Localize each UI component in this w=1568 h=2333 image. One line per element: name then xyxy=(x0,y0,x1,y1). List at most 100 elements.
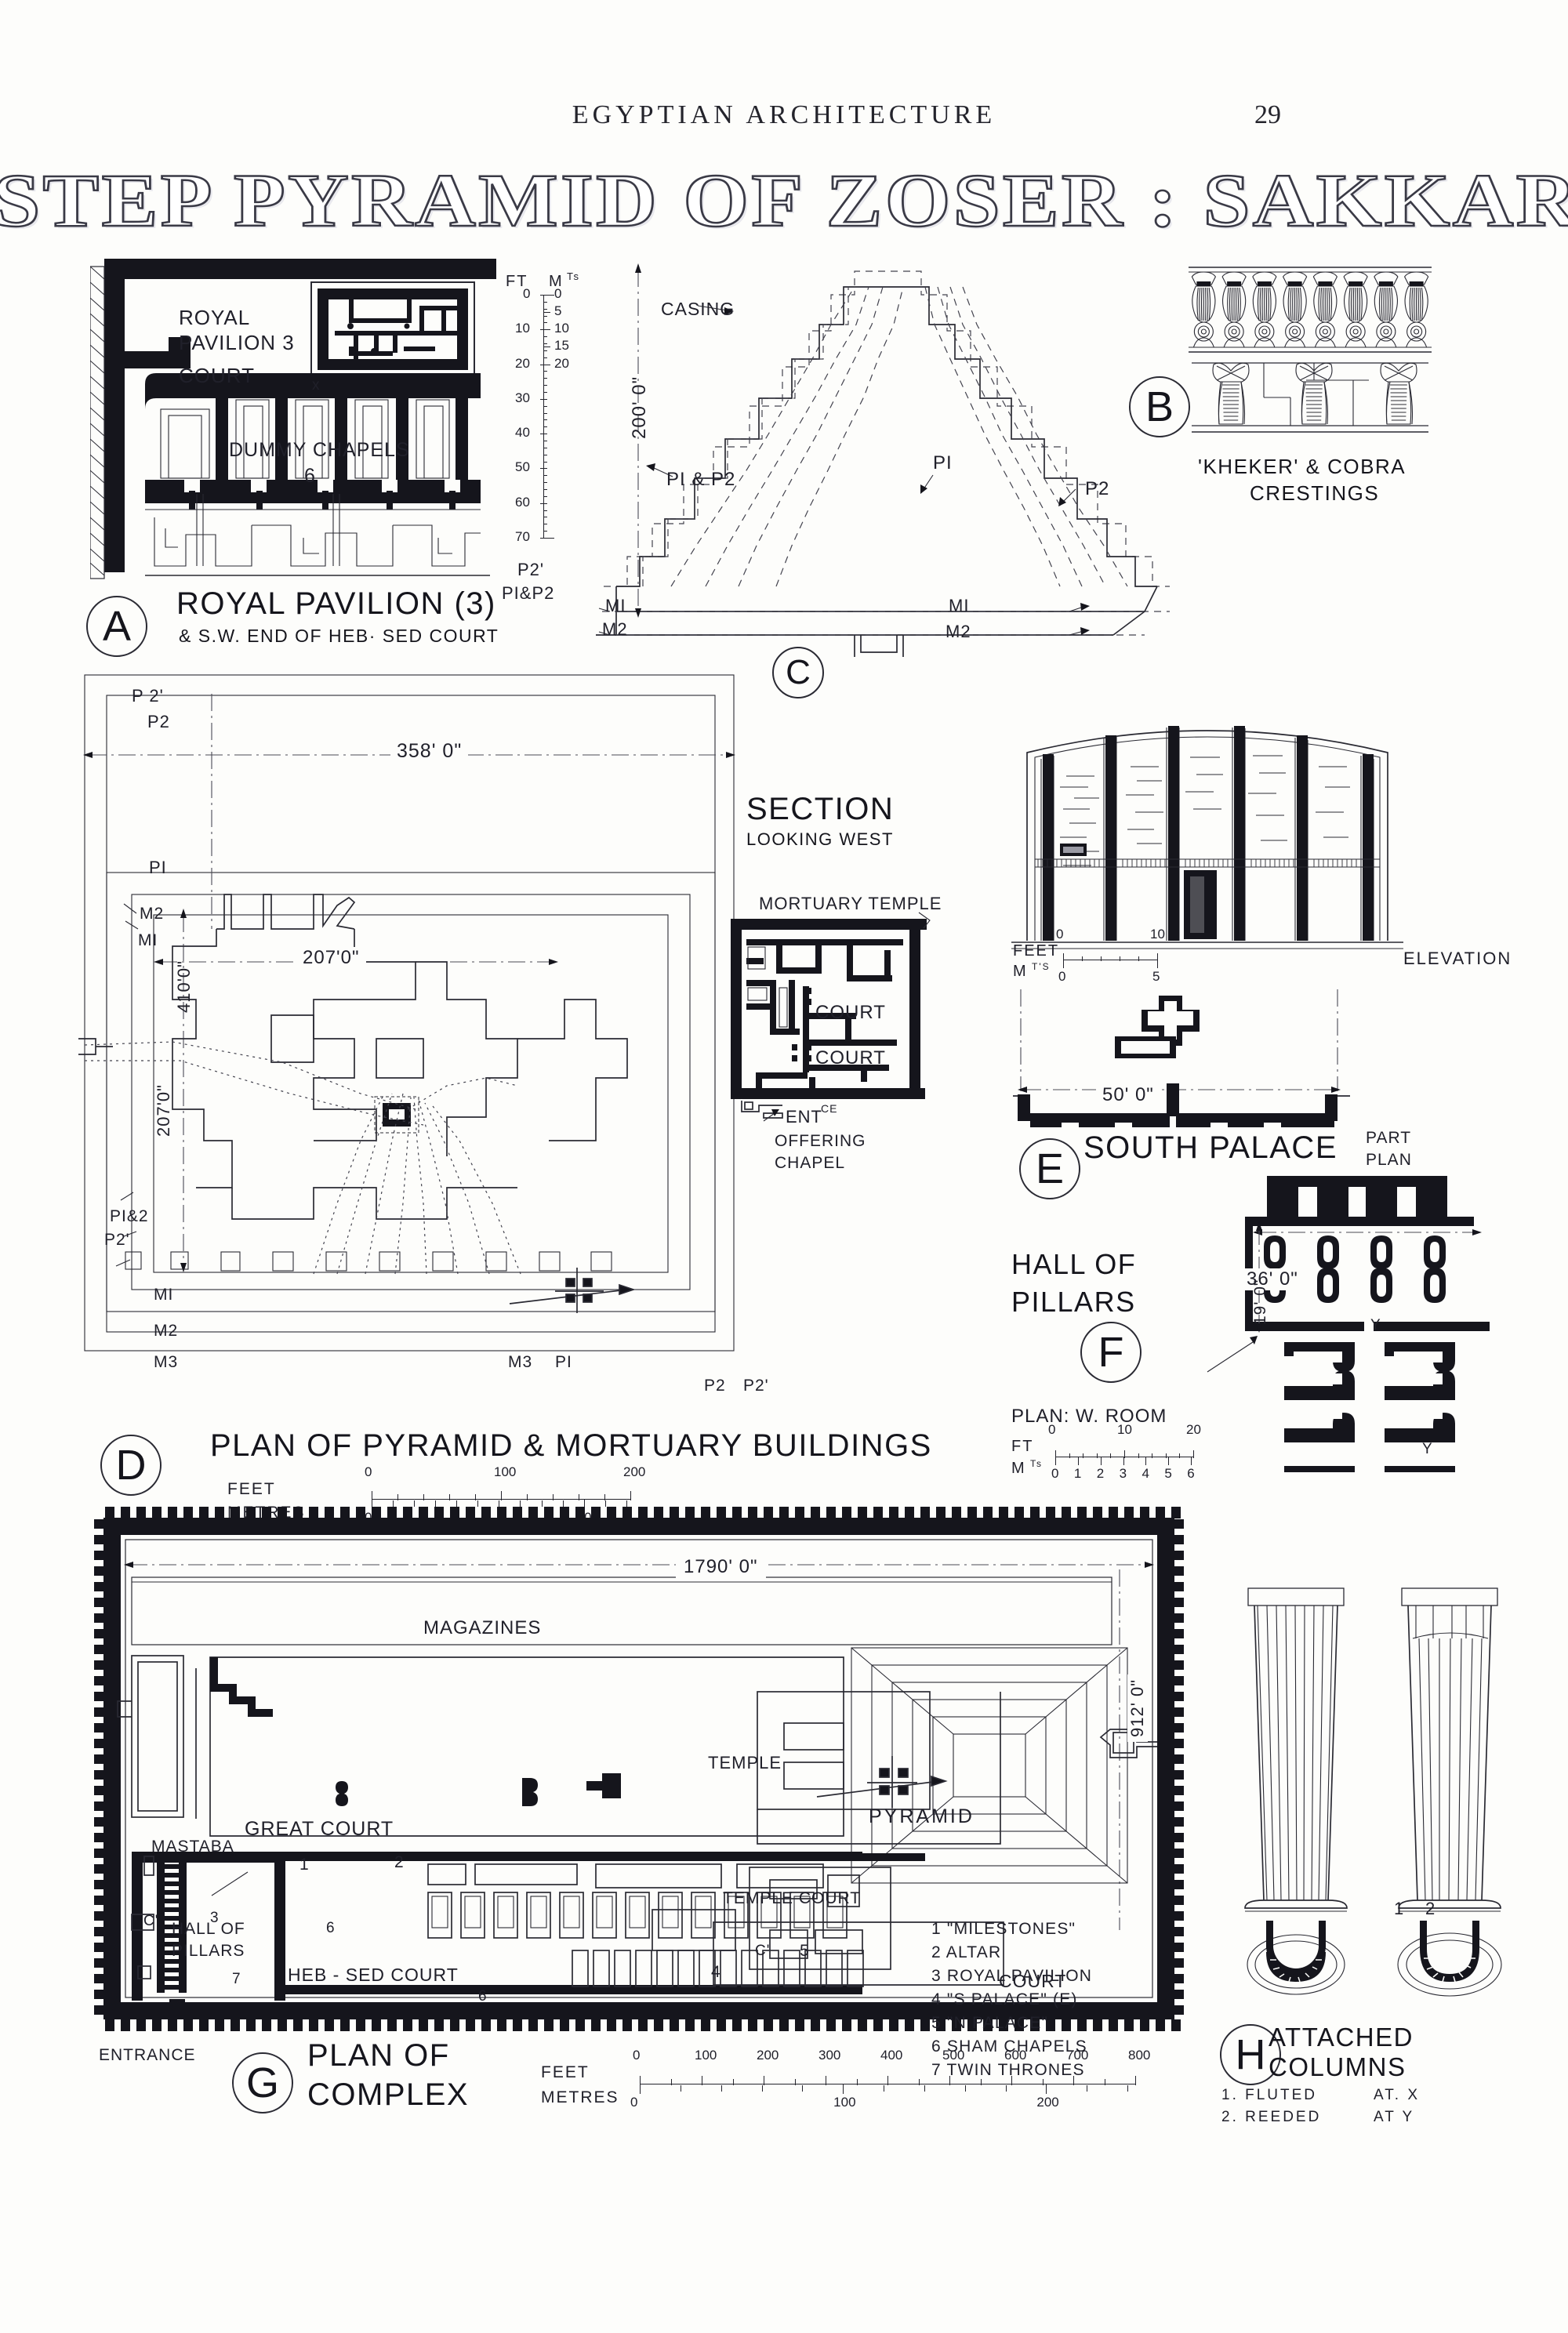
bastion-tooth xyxy=(795,2019,804,2031)
panel-d-caption: PLAN OF PYRAMID & MORTUARY BUILDINGS xyxy=(210,1428,932,1463)
bastion-tooth xyxy=(94,1660,105,1670)
scale-tick-label: 20 xyxy=(554,355,569,371)
scale-minor-tick xyxy=(543,378,547,379)
scale-metres-sup-a: Ts xyxy=(567,270,580,282)
bastion-tooth xyxy=(920,2019,930,2031)
bastion-tooth xyxy=(842,1507,851,1518)
running-title: EGYPTIAN ARCHITECTURE xyxy=(572,100,996,129)
sham-chapel xyxy=(677,1950,695,1987)
panel-key-f: F xyxy=(1080,1322,1142,1383)
sham-chapel xyxy=(526,1892,551,1939)
bastion-tooth xyxy=(779,2019,789,2031)
key-list-item: 4 "S PALACE" (E) xyxy=(931,1990,1078,2008)
bastion-tooth xyxy=(293,2019,303,2031)
bastion-tooth xyxy=(967,1507,977,1518)
label-dim-912: 912' 0" xyxy=(1127,1674,1148,1742)
bastion-tooth xyxy=(528,2019,538,2031)
panel-e-caption: SOUTH PALACE xyxy=(1083,1130,1338,1165)
bastion-tooth xyxy=(340,2019,350,2031)
label-heb-sed-court: HEB - SED COURT xyxy=(288,1965,459,1985)
panel-key-g: G xyxy=(232,2052,293,2113)
bastion-tooth xyxy=(544,1507,554,1518)
bastion-tooth xyxy=(575,1507,585,1518)
bastion-tooth xyxy=(1174,1613,1184,1623)
mortuary-temple-drawing xyxy=(728,911,955,1123)
scale-minor-tick xyxy=(720,2085,722,2092)
scale-tick-label: 4 xyxy=(1142,1466,1149,1481)
bastion-tooth xyxy=(1174,1911,1184,1921)
bastion-tooth xyxy=(826,2019,836,2031)
bastion-tooth xyxy=(372,2019,381,2031)
label-elevation: ELEVATION xyxy=(1403,949,1512,968)
bastion-tooth xyxy=(356,1507,365,1518)
bastion-tooth xyxy=(1093,2019,1102,2031)
scale-minor-tick xyxy=(794,2079,796,2085)
bastion-tooth xyxy=(654,1507,663,1518)
scale-tick xyxy=(1063,960,1064,968)
bastion-tooth xyxy=(670,1507,679,1518)
bastion-tooth xyxy=(94,1551,105,1560)
label-court-g: COURT xyxy=(999,1971,1067,1991)
scale-minor-tick xyxy=(543,322,547,324)
cobra-ornament xyxy=(1380,362,1417,425)
bastion-tooth xyxy=(1174,1551,1184,1560)
bastion-tooth xyxy=(622,1507,632,1518)
label-p2-prime-a: P2' xyxy=(517,560,545,579)
bastion-tooth xyxy=(94,1613,105,1623)
bastion-tooth xyxy=(873,2019,883,2031)
kheker-ornament xyxy=(1282,271,1308,348)
bastion-tooth xyxy=(858,2019,867,2031)
scale-minor-tick xyxy=(1082,956,1083,961)
scale-minor-tick xyxy=(543,357,547,358)
scale-tick-label: 600 xyxy=(1004,2048,1027,2063)
bastion-tooth xyxy=(1046,1507,1055,1518)
bastion-tooth xyxy=(1174,1676,1184,1685)
panel-b-caption-2: CRESTINGS xyxy=(1250,481,1380,505)
page-number: 29 xyxy=(1254,100,1281,129)
bastion-tooth xyxy=(701,1507,710,1518)
scale-minor-tick xyxy=(543,405,547,407)
scale-minor-tick xyxy=(397,1494,398,1500)
scale-tick xyxy=(1077,1457,1079,1465)
scale-minor-tick xyxy=(543,385,547,386)
bastion-tooth xyxy=(591,1507,601,1518)
bastion-tooth xyxy=(1124,2019,1134,2031)
label-p2-top: P2 xyxy=(147,712,170,731)
panel-e-caption-sub2: PLAN xyxy=(1366,1151,1412,1169)
bastion-tooth xyxy=(717,1507,726,1518)
bastion-tooth xyxy=(94,1880,105,1889)
bastion-tooth xyxy=(450,2019,459,2031)
bastion-tooth xyxy=(670,2019,679,2031)
bastion-tooth xyxy=(199,1507,209,1518)
scale-tick xyxy=(1168,1457,1170,1465)
label-m1-right-section: MI xyxy=(949,596,970,615)
label-c-mark-1: C' xyxy=(143,1913,159,1929)
label-p2-section: P2 xyxy=(1085,478,1110,499)
scale-tick xyxy=(1100,1457,1102,1465)
label-num-1: 1 xyxy=(299,1856,310,1874)
scale-minor-tick xyxy=(543,295,547,296)
bastion-tooth xyxy=(94,1739,105,1748)
bastion-tooth xyxy=(717,2019,726,2031)
scale-feet-name-f: FT xyxy=(1011,1438,1034,1455)
panel-h-drawing xyxy=(1231,1584,1544,2054)
sham-chapel xyxy=(635,1950,652,1987)
sham-chapel xyxy=(691,1892,716,1939)
bastion-tooth xyxy=(607,1507,616,1518)
scale-minor-tick xyxy=(1138,956,1139,961)
sham-chapel xyxy=(625,1892,650,1939)
cobra-ornament xyxy=(1295,362,1333,425)
bastion-tooth xyxy=(685,2019,695,2031)
scale-minor-tick xyxy=(541,1500,543,1507)
scale-tick-label: 5 xyxy=(1152,969,1160,984)
scale-tick-label: 100 xyxy=(494,1464,517,1479)
bastion-tooth xyxy=(905,2019,914,2031)
bastion-tooth xyxy=(983,2019,993,2031)
scale-feet-name-a: FT xyxy=(506,273,528,290)
bastion-tooth xyxy=(936,2019,946,2031)
bastion-tooth xyxy=(1174,1974,1184,1983)
scale-minor-tick xyxy=(543,538,547,539)
label-dim-19: 19' 0" xyxy=(1251,1279,1269,1325)
scale-minor-tick xyxy=(543,329,547,331)
